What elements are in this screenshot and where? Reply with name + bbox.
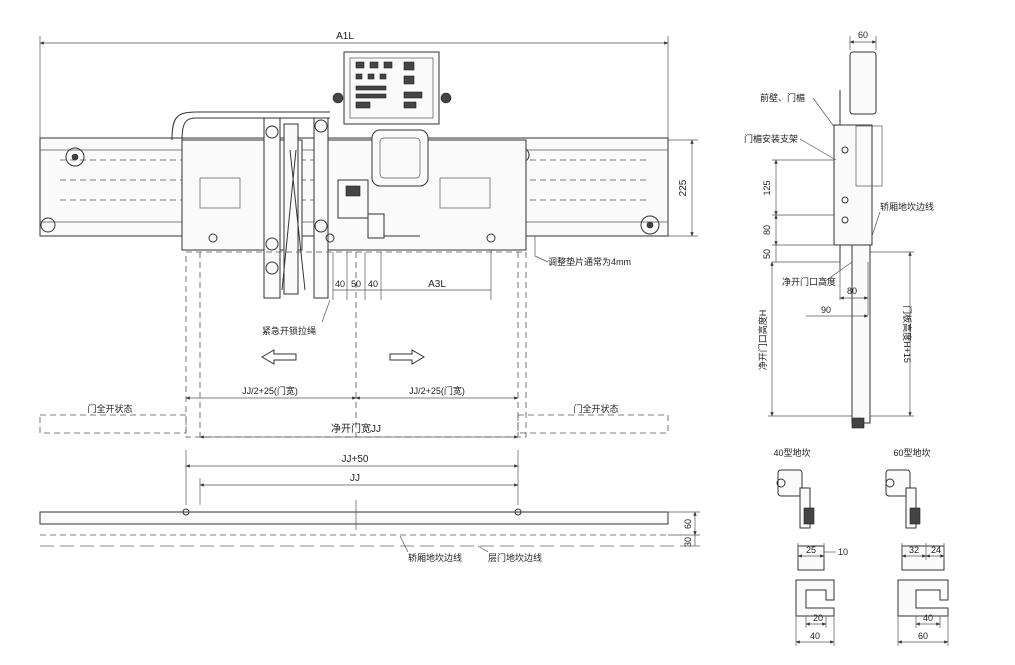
pulley-left: [65, 147, 85, 167]
label-side-clear-height: 净开门口高度: [782, 276, 836, 287]
label-half-right: JJ/2+25(门宽): [409, 385, 465, 396]
sill-40-detail: 40型地坎 25 10 20 40: [773, 447, 848, 646]
label-60-right: 60: [683, 519, 693, 529]
label-car-sill-line: 轿厢地坎边线: [408, 552, 462, 563]
label-sill60-title: 60型地坎: [893, 447, 930, 458]
label-sill40-10: 10: [838, 547, 848, 557]
label-open-left: 门全开状态: [87, 403, 132, 414]
dimension-a1l: A1L: [39, 31, 669, 140]
label-sill60-32: 32: [909, 545, 919, 555]
label-clear-width: 净开门宽JJ: [331, 422, 381, 435]
label-sill40-title: 40型地坎: [773, 447, 810, 458]
label-adjust-shim: 调整垫片通常为4mm: [548, 256, 631, 267]
sill-60-detail: 60型地坎 32 24 40 60: [885, 447, 949, 646]
label-40a: 40: [335, 279, 345, 289]
label-side-panel-height: 门板高度H+15: [902, 305, 913, 363]
label-front-wall: 前壁、门楣: [760, 92, 805, 103]
side-view: 60 前壁、门楣 门楣安装支架 125 80 50 轿厢地坎边线: [744, 30, 934, 429]
label-landing-sill-line: 层门地坎边线: [488, 552, 542, 563]
label-a3l: A3L: [428, 279, 446, 290]
label-225: 225: [678, 179, 689, 196]
label-sill40-40: 40: [810, 631, 820, 641]
pulley-right: [640, 215, 660, 235]
label-a1l: A1L: [336, 31, 354, 42]
door-open-left: [39, 414, 187, 434]
label-side-125: 125: [762, 180, 772, 195]
label-sill60-40: 40: [923, 613, 933, 623]
label-side-clear-height-h: 净开门口高度H: [757, 310, 768, 371]
label-50: 50: [351, 279, 361, 289]
label-half-left: JJ/2+25(门宽): [242, 385, 298, 396]
label-side-80h: 80: [847, 286, 857, 296]
label-sill60-60: 60: [918, 631, 928, 641]
door-open-right: [517, 414, 669, 434]
label-side-car-sill: 轿厢地坎边线: [880, 201, 934, 212]
arrow-left-icon: [261, 349, 297, 365]
sill40-profile: [795, 579, 835, 617]
label-sill40-20: 20: [813, 613, 823, 623]
label-open-right: 门全开状态: [573, 403, 618, 414]
label-sill60-24: 24: [931, 545, 941, 555]
cable-loop: [171, 111, 330, 141]
label-jj-plus-50: JJ+50: [342, 454, 369, 465]
label-bracket: 门楣安装支架: [744, 133, 798, 144]
side-header: [833, 124, 873, 246]
label-side-80: 80: [762, 225, 772, 235]
hanger-left: [181, 139, 303, 251]
label-emergency-rope: 紧急开锁拉绳: [262, 325, 316, 336]
sill60-profile: [897, 579, 949, 617]
motor: [371, 129, 429, 187]
label-jj: JJ: [350, 473, 360, 484]
label-side-50: 50: [762, 249, 772, 259]
label-side-90: 90: [821, 305, 831, 315]
car-sill: [39, 511, 669, 525]
arrow-right-icon: [389, 349, 425, 365]
door-lock-linkage: [263, 117, 420, 299]
side-controller: [849, 51, 877, 115]
label-side-60: 60: [858, 30, 868, 40]
front-view: A1L: [39, 31, 700, 563]
controller-box: [332, 51, 452, 125]
label-30-right: 30: [683, 537, 693, 547]
label-40b: 40: [368, 279, 378, 289]
side-door-panel: [851, 244, 871, 424]
label-sill40-25: 25: [806, 545, 816, 555]
